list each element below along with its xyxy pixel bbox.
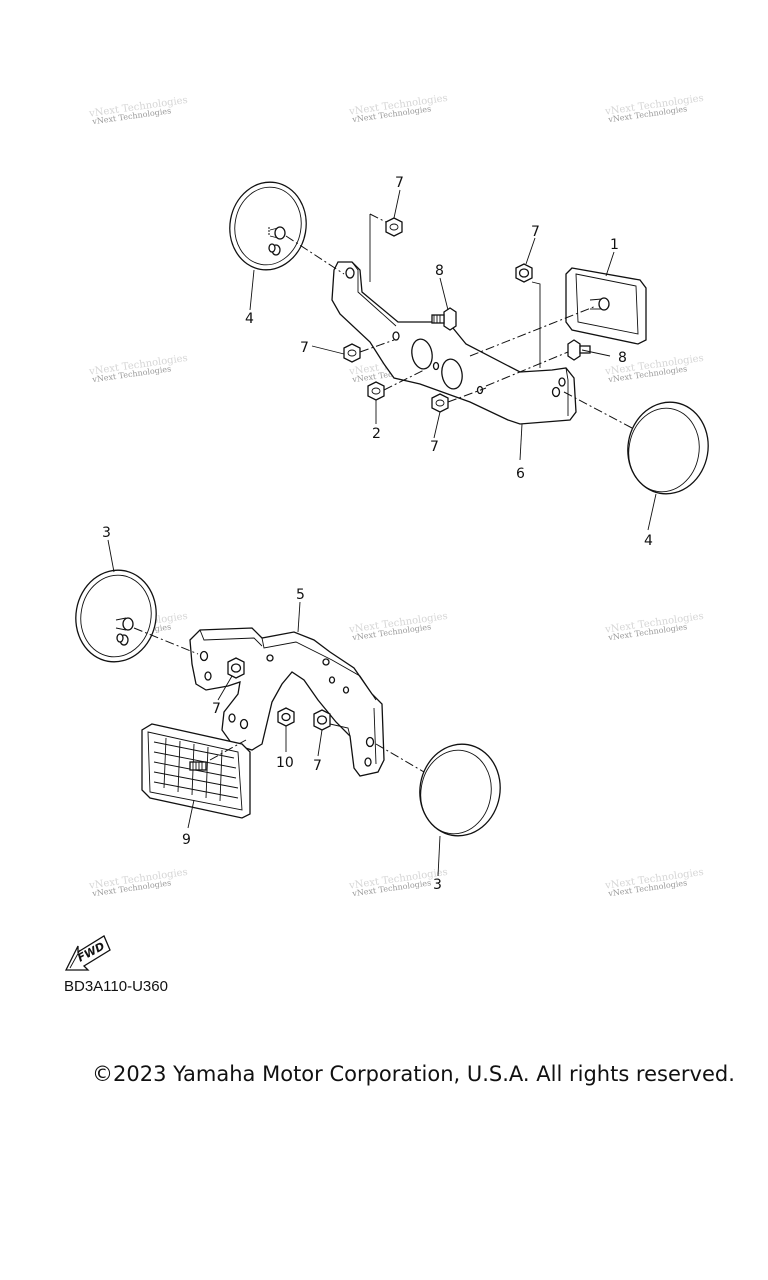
bolt-8-right [567,339,591,361]
reflector-round-3-left [75,569,157,663]
callout-leaders [107,189,657,877]
reflector-stud [268,243,281,256]
reflector-stud [116,633,129,646]
watermark: vNext Technologies vNext Technologies [604,867,705,899]
bolt-8-left [431,307,457,331]
watermark: vNext Technologies vNext Technologies [604,93,705,125]
assembly-lines-lower [133,627,425,773]
callout-label: 7 [395,175,404,191]
callout-label: 5 [296,587,305,603]
copyright-notice: ©2023 Yamaha Motor Corporation, U.S.A. A… [92,1062,735,1086]
callout-label: 8 [618,350,627,366]
nut-7-top [385,217,403,237]
reflector-stud [589,297,610,311]
reflector-stud [189,761,207,771]
callout-label: 1 [610,237,619,253]
callout-label: 7 [300,340,309,356]
assembly-lines-upper [285,213,633,429]
callout-label: 3 [433,877,442,893]
nut-7-lower-left [227,657,245,679]
reflector-rect-1 [565,267,647,345]
nut-7-lower-right [313,709,331,731]
callout-label: 2 [372,426,381,442]
nut-7-bottom [431,393,449,413]
nut-10 [277,707,295,727]
reflector-round-4-left [229,181,307,271]
callout-label: 7 [430,439,439,455]
reflector-round-3-right [419,743,501,837]
reflector-stud [115,617,134,631]
callout-label: 3 [102,525,111,541]
callout-label: 9 [182,832,191,848]
watermark: vNext Technologies vNext Technologies [604,611,705,643]
nut-7-right [515,263,533,283]
watermark: vNext Technologies vNext Technologies [88,353,189,385]
diagram-code: BD3A110-U360 [64,978,168,995]
reflector-stud [268,226,286,240]
nut-2 [367,381,385,401]
callout-label: 6 [516,466,525,482]
callout-label: 8 [435,263,444,279]
reflector-rect-9 [141,723,251,819]
callout-numbers: 7 7 1 8 7 8 4 2 7 6 4 3 5 7 10 7 9 3 [102,175,653,893]
watermark: vNext Technologies vNext Technologies [348,93,449,125]
watermark: vNext Technologies vNext Technologies [348,611,449,643]
watermark: vNext Technologies vNext Technologies [88,95,189,127]
callout-label: 4 [245,311,254,327]
callout-label: 7 [531,224,540,240]
nut-7-left [343,343,361,363]
reflector-round-4-right [627,401,709,495]
bracket-6 [331,261,577,425]
callout-label: 10 [276,755,294,771]
callout-label: 7 [212,701,221,717]
watermark: vNext Technologies vNext Technologies [88,867,189,899]
fwd-arrow-icon: FWD [64,935,111,971]
callout-label: 7 [313,758,322,774]
callout-label: 4 [644,533,653,549]
